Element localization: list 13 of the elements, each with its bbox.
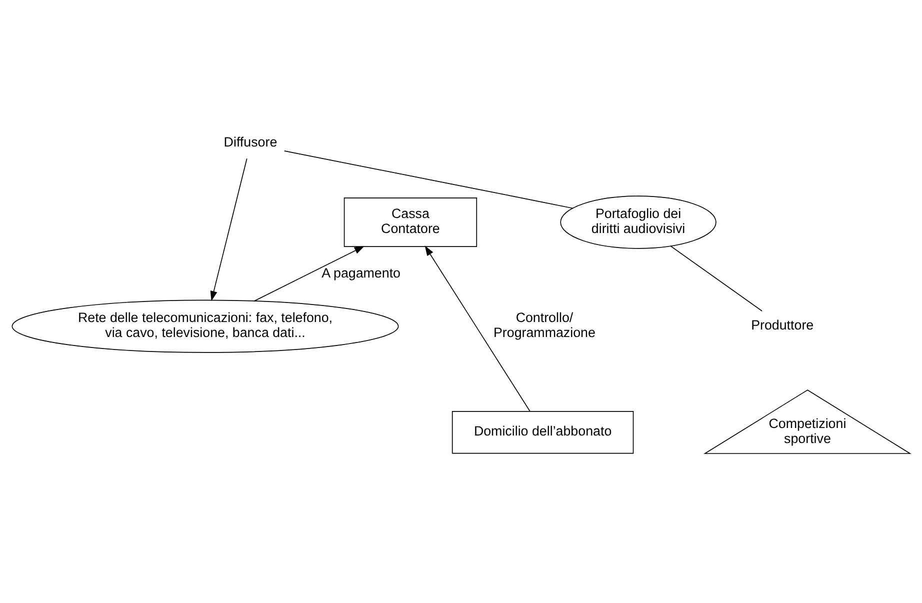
- node-box: Domicilio dell’abbonato: [452, 411, 634, 454]
- edge-label: A pagamento: [322, 265, 401, 280]
- edge-label: Controllo/ Programmazione: [493, 310, 596, 340]
- connector: [670, 246, 762, 312]
- node-ellipse: Portafoglio dei diritti audiovisivi: [560, 196, 716, 249]
- arrow: [254, 246, 364, 302]
- node-box: Cassa Contatore: [344, 198, 478, 247]
- arrow: [424, 246, 530, 412]
- node-text: Produttore: [751, 317, 814, 332]
- connector: [284, 150, 574, 209]
- node-text: Diffusore: [224, 134, 278, 150]
- arrow: [210, 158, 248, 302]
- node-ellipse: Rete delle telecomunicazioni: fax, telefono, via cavo, televisione, banca dati...: [12, 300, 399, 353]
